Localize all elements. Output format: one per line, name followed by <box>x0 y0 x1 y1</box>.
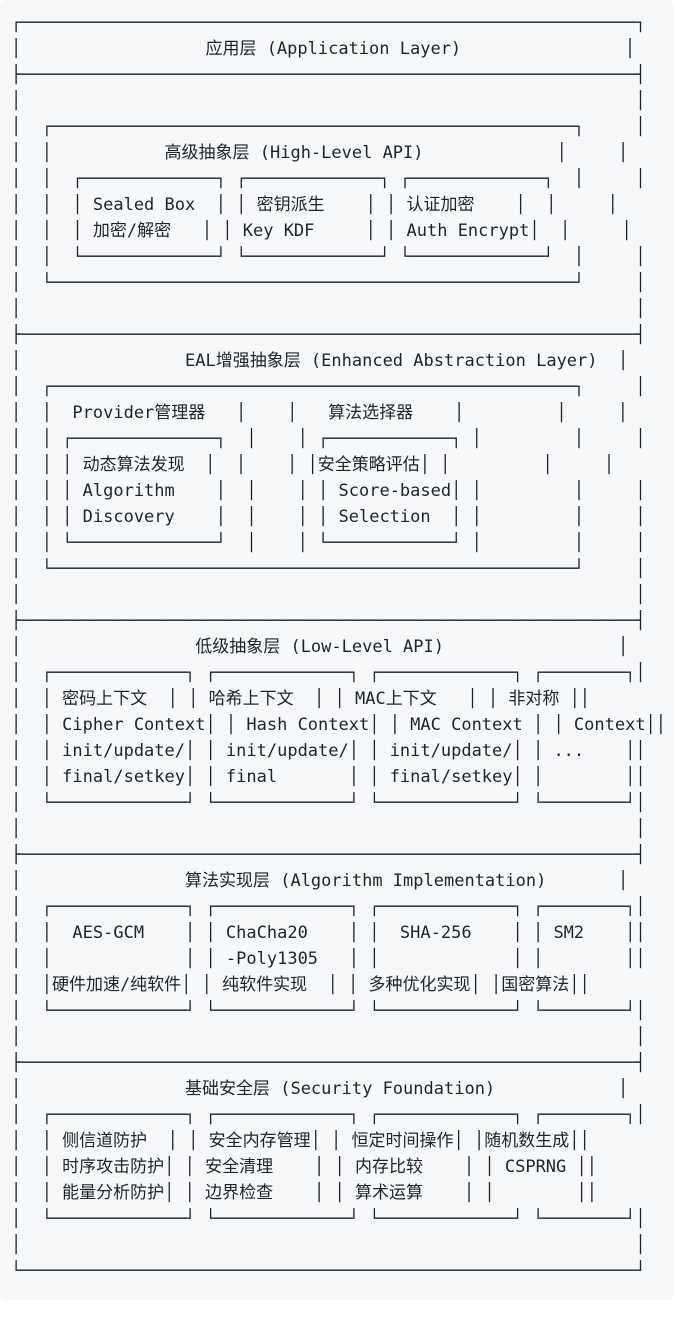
architecture-ascii-diagram: ┌───────────────────────────────────────… <box>11 13 667 1281</box>
code-block: ┌───────────────────────────────────────… <box>11 13 667 1281</box>
